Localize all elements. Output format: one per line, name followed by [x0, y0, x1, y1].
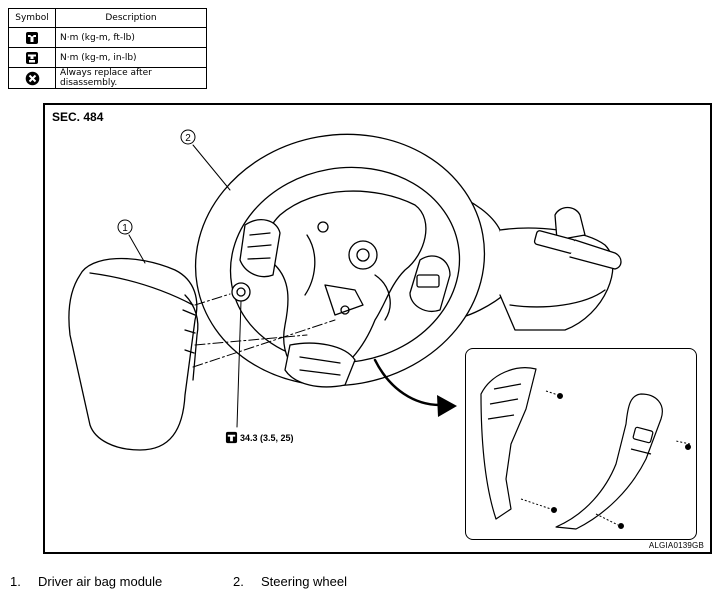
driver-air-bag-module — [68, 257, 199, 451]
legend-description: N·m (kg-m, ft-lb) — [55, 27, 207, 48]
legend-description: N·m (kg-m, in-lb) — [55, 47, 207, 68]
part-name: Steering wheel — [261, 574, 347, 589]
exploded-view-figure: SEC. 484 — [43, 103, 712, 554]
part-number: 1. — [10, 574, 21, 589]
parts-list: 1. Driver air bag module 2. Steering whe… — [10, 574, 347, 589]
figure-code: ALGIA0139GB — [648, 541, 704, 550]
section-label: SEC. 484 — [52, 110, 104, 124]
always-replace-icon — [25, 71, 39, 85]
steering-wheel-illustration — [68, 129, 622, 451]
legend-header-description: Description — [55, 8, 207, 28]
callout-2: 2 — [185, 133, 191, 144]
steering-switch-detail — [480, 367, 691, 530]
torque-spec-label: 34.3 (3.5, 25) — [225, 431, 294, 444]
torque-wrench-inlb-icon — [26, 51, 38, 64]
detail-arrow — [373, 358, 457, 417]
callout-leaders — [128, 144, 242, 428]
legend-header-symbol: Symbol — [8, 8, 56, 28]
legend-row: Always replace after disassembly. — [8, 67, 207, 89]
callout-circle — [117, 129, 196, 235]
switch-detail-inset — [465, 348, 697, 540]
legend-row: N·m (kg-m, ft-lb) — [8, 27, 207, 48]
torque-spec-value: 34.3 (3.5, 25) — [240, 432, 294, 443]
torque-wrench-icon — [26, 31, 38, 44]
list-item: 1. Driver air bag module — [10, 574, 233, 589]
legend-row: N·m (kg-m, in-lb) — [8, 47, 207, 68]
legend-header-row: Symbol Description — [8, 8, 207, 28]
symbol-legend-table: Symbol Description N·m (kg-m, ft-lb) N·m… — [8, 8, 207, 89]
torque-wrench-icon — [225, 431, 238, 444]
screw-icon — [520, 390, 691, 529]
part-name: Driver air bag module — [38, 574, 163, 589]
legend-description: Always replace after disassembly. — [55, 67, 207, 89]
part-number: 2. — [233, 574, 244, 589]
callout-1: 1 — [122, 223, 128, 234]
list-item: 2. Steering wheel — [233, 574, 347, 589]
assembly-lines — [192, 293, 336, 368]
steering-wheel-hub — [231, 190, 451, 388]
